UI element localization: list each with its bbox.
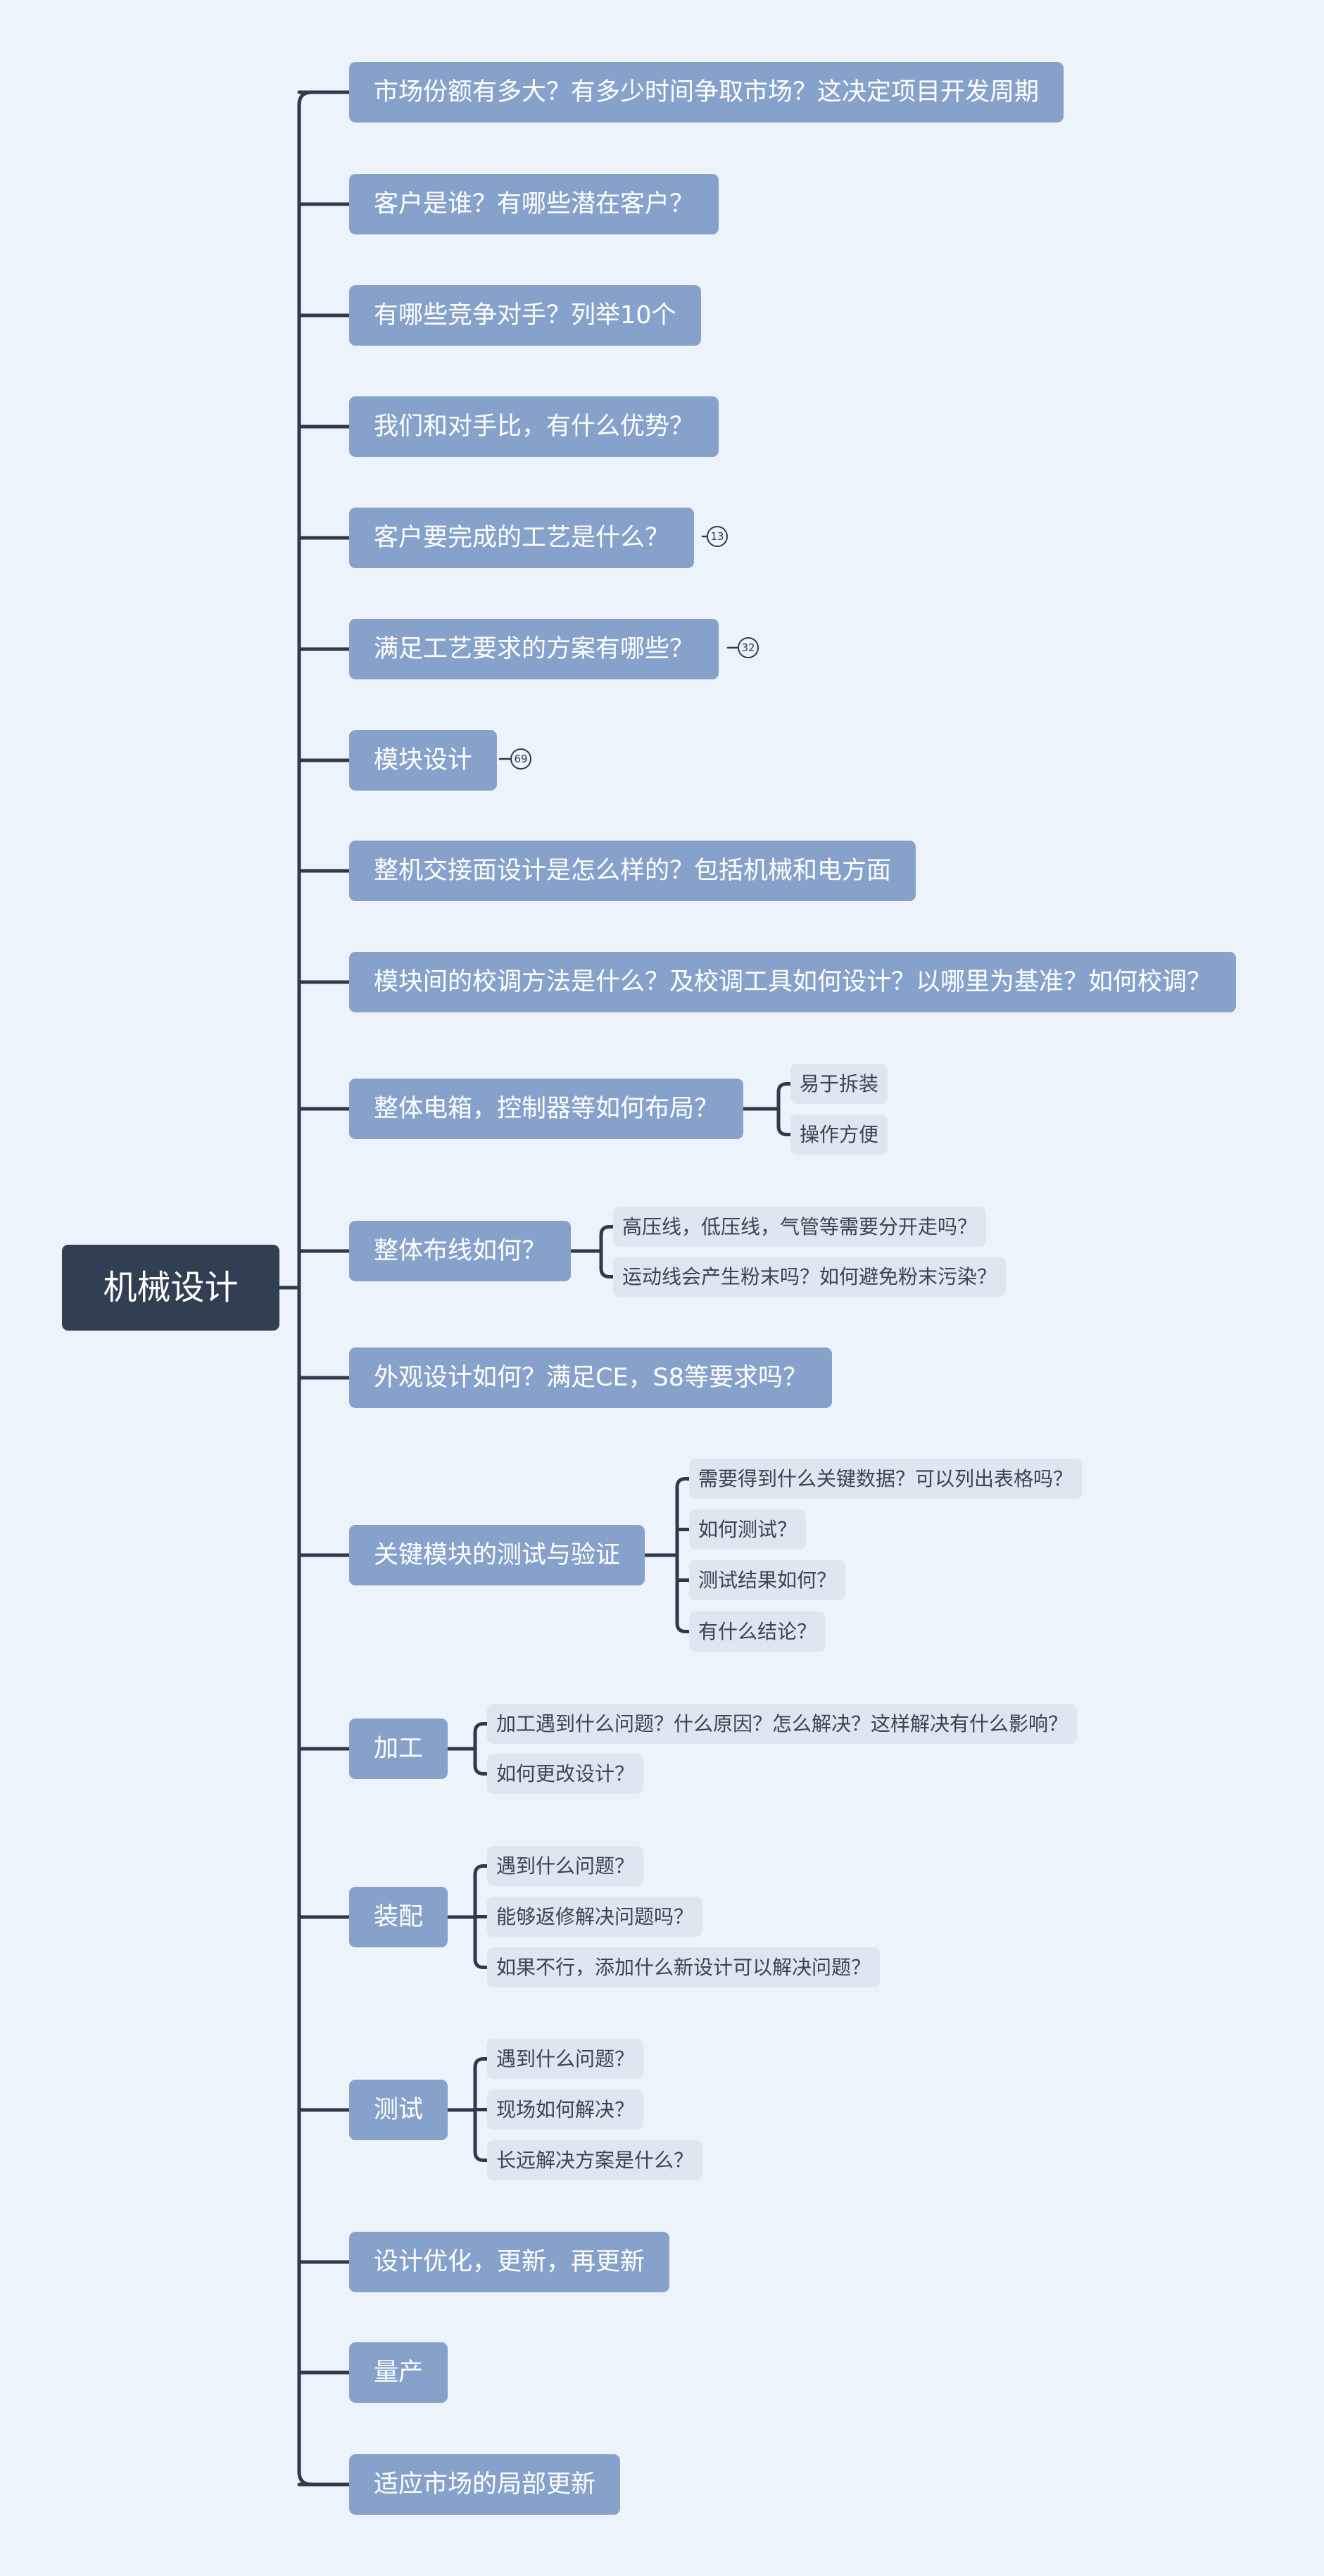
connector-line [473,2057,489,2162]
topic-solutions[interactable]: 满足工艺要求的方案有哪些？ [349,619,719,679]
subtopic-powder-pollution[interactable]: 运动线会产生粉末吗？如何避免粉末污染？ [613,1257,1007,1297]
subtopic-rework[interactable]: 能够返修解决问题吗？ [487,1897,703,1937]
subtopic-easy-disassembly[interactable]: 易于拆装 [790,1064,888,1104]
subtopic-test-results[interactable]: 测试结果如何？ [689,1560,846,1600]
subtopic-conclusion[interactable]: 有什么结论？ [689,1611,826,1652]
subtopic-change-design[interactable]: 如何更改设计？ [487,1754,644,1794]
topic-key-module-test[interactable]: 关键模块的测试与验证 [349,1525,645,1585]
topic-electric-box[interactable]: 整体电箱，控制器等如何布局？ [349,1079,744,1139]
collapsed-count-badge[interactable]: 32 [738,637,759,658]
topic-competitors[interactable]: 有哪些竞争对手？列举10个 [349,285,701,346]
collapsed-count-badge[interactable]: 69 [510,748,531,769]
connector-line [599,1225,615,1278]
subtopic-long-term-solution[interactable]: 长远解决方案是什么？ [487,2140,703,2180]
subtopic-easy-operation[interactable]: 操作方便 [790,1114,888,1155]
connector-line [473,1864,489,1969]
collapsed-count-badge[interactable]: 13 [707,526,728,547]
subtopic-key-data[interactable]: 需要得到什么关键数据？可以列出表格吗？ [689,1459,1083,1499]
connector-line [675,1477,691,1633]
topic-module-design[interactable]: 模块设计 [349,730,498,791]
connector-line [776,1082,793,1136]
subtopic-onsite-solution[interactable]: 现场如何解决？ [487,2090,644,2130]
topic-optimization[interactable]: 设计优化，更新，再更新 [349,2232,670,2292]
topic-market-share[interactable]: 市场份额有多大？有多少时间争取市场？这决定项目开发周期 [349,62,1064,122]
topic-advantages[interactable]: 我们和对手比，有什么优势？ [349,396,719,457]
subtopic-test-problems[interactable]: 遇到什么问题？ [487,2039,644,2079]
subtopic-separate-lines[interactable]: 高压线，低压线，气管等需要分开走吗？ [613,1207,987,1247]
topic-process[interactable]: 客户要完成的工艺是什么？ [349,508,695,568]
topic-wiring[interactable]: 整体布线如何？ [349,1221,572,1281]
topic-customers[interactable]: 客户是谁？有哪些潜在客户？ [349,174,719,234]
topic-calibration[interactable]: 模块间的校调方法是什么？及校调工具如何设计？以哪里为基准？如何校调？ [349,952,1237,1012]
topic-interface[interactable]: 整机交接面设计是怎么样的？包括机械和电方面 [349,841,916,901]
connector-line [473,1722,489,1776]
subtopic-machining-problems[interactable]: 加工遇到什么问题？什么原因？怎么解决？这样解决有什么影响？ [487,1704,1078,1744]
root-topic[interactable]: 机械设计 [62,1245,279,1331]
topic-testing[interactable]: 测试 [349,2080,448,2140]
subtopic-how-to-test[interactable]: 如何测试？ [689,1509,807,1550]
subtopic-new-design[interactable]: 如果不行，添加什么新设计可以解决问题？ [487,1947,881,1987]
subtopic-assembly-problems[interactable]: 遇到什么问题？ [487,1846,644,1886]
topic-market-update[interactable]: 适应市场的局部更新 [349,2454,621,2515]
connector-line [297,90,314,2487]
topic-mass-production[interactable]: 量产 [349,2342,448,2403]
topic-machining[interactable]: 加工 [349,1719,448,1779]
topic-appearance[interactable]: 外观设计如何？满足CE，S8等要求吗？ [349,1347,833,1408]
topic-assembly[interactable]: 装配 [349,1887,448,1947]
